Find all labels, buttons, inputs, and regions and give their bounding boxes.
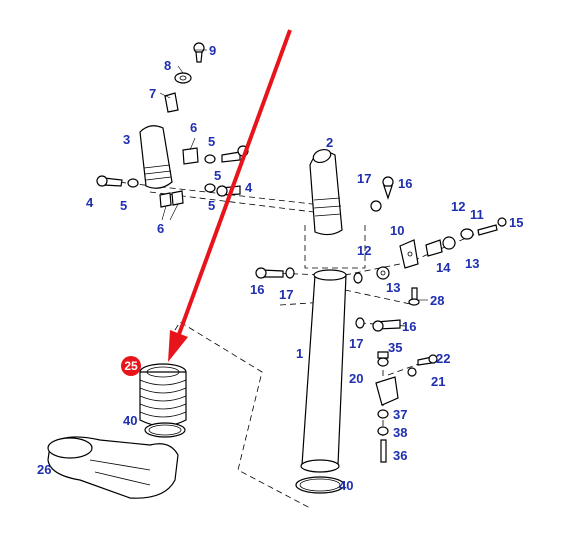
label-part-6-top: 6 <box>190 120 197 135</box>
label-part-10: 10 <box>390 223 404 238</box>
label-part-11: 11 <box>470 207 484 222</box>
label-part-22: 22 <box>436 351 450 366</box>
label-part-35: 35 <box>388 340 402 355</box>
lower-bracket-assembly <box>375 351 438 463</box>
label-part-40-bottom: 40 <box>339 478 353 493</box>
label-part-4-left: 4 <box>86 195 94 210</box>
label-part-14: 14 <box>436 260 451 275</box>
part-labels: 9 8 7 3 6 5 5 4 4 5 5 6 2 17 16 12 11 15… <box>37 43 523 493</box>
air-pipe-assembly <box>255 148 401 494</box>
label-part-5-mid: 5 <box>214 168 221 183</box>
highlight-badge: 25 <box>121 356 141 376</box>
label-part-16-right: 16 <box>402 319 416 334</box>
label-part-17-top: 17 <box>357 171 371 186</box>
label-part-17-left: 17 <box>279 287 293 302</box>
label-part-8: 8 <box>164 58 171 73</box>
label-part-15: 15 <box>509 215 523 230</box>
label-part-26: 26 <box>37 462 51 477</box>
label-part-28: 28 <box>430 293 444 308</box>
label-part-9: 9 <box>209 43 216 58</box>
right-bracket-assembly <box>399 217 507 306</box>
label-part-2: 2 <box>326 135 333 150</box>
label-part-36: 36 <box>393 448 407 463</box>
svg-text:25: 25 <box>124 359 138 373</box>
label-part-16-top: 16 <box>398 176 412 191</box>
highlight-arrow <box>168 29 292 362</box>
label-part-38: 38 <box>393 425 407 440</box>
label-part-37: 37 <box>393 407 407 422</box>
label-part-20: 20 <box>349 371 363 386</box>
label-part-17-right: 17 <box>349 336 363 351</box>
label-part-40-left: 40 <box>123 413 137 428</box>
label-part-7: 7 <box>149 86 156 101</box>
label-part-5-left: 5 <box>120 198 127 213</box>
label-part-4-right: 4 <box>245 180 253 195</box>
label-part-13-mid: 13 <box>386 280 400 295</box>
bellows-hose <box>139 363 187 438</box>
label-part-12-right: 12 <box>451 199 465 214</box>
label-part-13-right: 13 <box>465 256 479 271</box>
label-part-5-bottom: 5 <box>208 198 215 213</box>
label-part-5-top: 5 <box>208 134 215 149</box>
label-part-3: 3 <box>123 132 130 147</box>
label-part-16-left: 16 <box>250 282 264 297</box>
label-part-21: 21 <box>431 374 445 389</box>
bracket-assembly <box>96 42 249 221</box>
label-part-1: 1 <box>296 346 303 361</box>
label-part-12-mid: 12 <box>357 243 371 258</box>
intake-duct <box>47 436 179 499</box>
label-part-6-bottom: 6 <box>157 221 164 236</box>
